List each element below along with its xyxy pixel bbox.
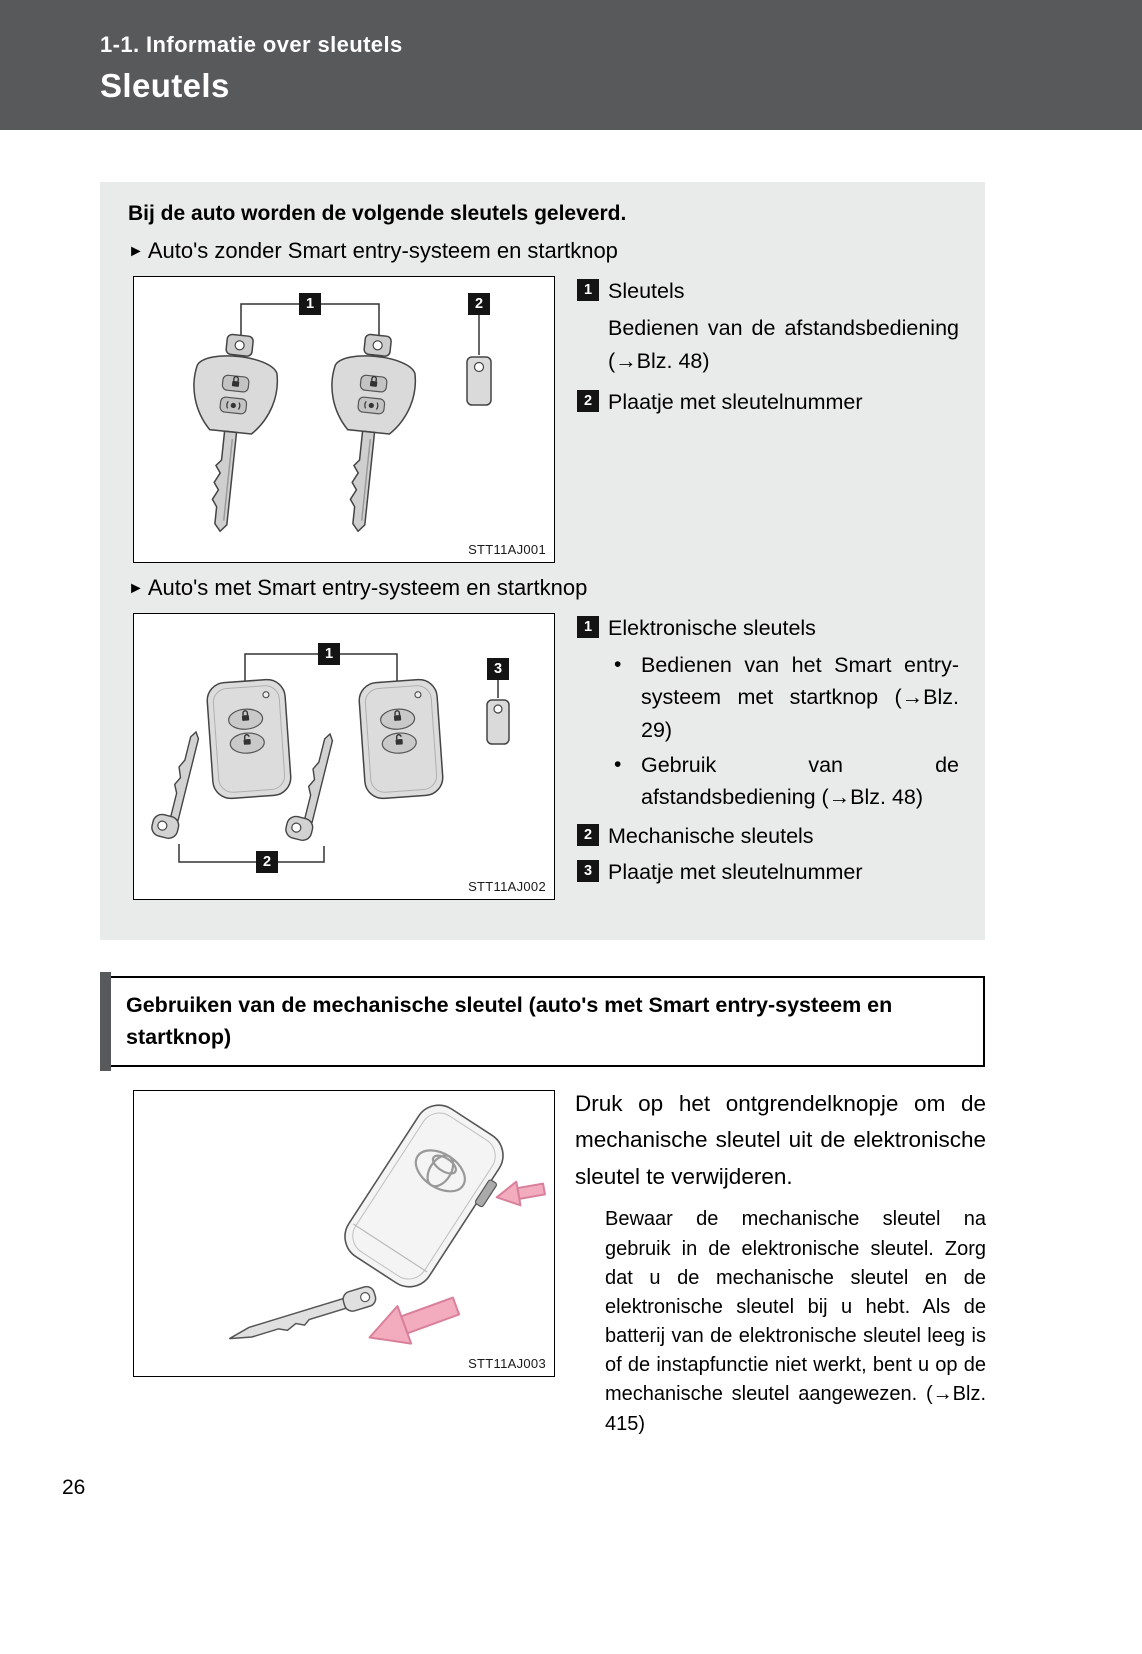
item-title: Plaatje met sleutelnummer [608,860,863,885]
key-release-illustration [228,1104,546,1345]
item-number-badge: 1 [577,279,599,301]
page-title: Sleutels [100,67,230,104]
bullet-text: Bedienen van het Smart entry-systeem met… [641,653,959,742]
figure-mechanical-key-release: STT11AJ003 [133,1090,555,1377]
variant-heading-with-smart: ► Auto's met Smart entry-systeem en star… [128,575,959,601]
item-number-badge: 2 [577,389,599,412]
release-button-arrow-icon [495,1180,546,1207]
key-list-with-smart: 1 Elektronische sleutels • Bedienen van … [577,613,959,900]
figure-marker-1: 1 [299,293,321,315]
figure-keys-with-smart: 1 2 3 STT11AJ002 [133,613,555,900]
figure-code: STT11AJ001 [468,542,546,557]
figure-marker-3: 3 [487,658,509,680]
figure-marker-2: 2 [256,851,278,873]
figure-marker-2: 2 [468,293,490,315]
triangle-bullet-icon: ► [128,580,144,597]
section-accent-bar [100,972,111,1071]
mechanical-key-text-column: Druk op het ontgrendelknopje om de mecha… [575,1086,986,1439]
list-item: 3 Plaatje met sleutelnummer [577,857,959,887]
intro-text: Bij de auto worden de volgende sleutels … [128,202,627,225]
blade-slide-arrow-icon [368,1296,461,1345]
key-list-without-smart: 1 Sleutels Bedienen van de afstandsbedie… [577,276,959,563]
figure-code: STT11AJ002 [468,879,546,894]
item-title: Elektronische sleutels [608,616,816,640]
item-number-badge: 1 [577,616,599,638]
item-number-badge: 2 [577,824,599,847]
triangle-bullet-icon: ► [128,243,144,260]
instruction-paragraph: Druk op het ontgrendelknopje om de mecha… [575,1091,986,1189]
chapter-label: 1-1. Informatie over sleutels [100,32,403,57]
page-number: 26 [62,1476,86,1499]
row-without-smart: 1 2 STT11AJ001 1 Sleutels Bedienen van d… [128,276,959,563]
section-heading-mechanical-key: Gebruiken van de mechanische sleutel (au… [100,972,985,1071]
bullet-text: Gebruik van de afstandsbediening (→Blz. … [641,752,959,810]
bullet-item: • Gebruik van de afstandsbediening (→Blz… [614,749,959,814]
item-description: Bedienen van de afstandsbediening (→Blz.… [608,316,959,374]
figure-code: STT11AJ003 [468,1356,546,1371]
figure-marker-1: 1 [318,643,340,665]
section-heading-text: Gebruiken van de mechanische sleutel (au… [126,993,893,1050]
keys-illustration-basic [177,303,492,537]
item-number-badge: 3 [577,860,599,883]
item-title: Mechanische sleutels [608,824,814,849]
list-item: 2 Mechanische sleutels [577,821,959,851]
variant-heading-label: Auto's zonder Smart entry-systeem en sta… [147,238,618,263]
page-header: 1-1. Informatie over sleutels Sleutels [0,0,1142,130]
item-title: Plaatje met sleutelnummer [608,389,863,414]
bullet-list: • Bedienen van het Smart entry-systeem m… [614,649,959,813]
list-item: 1 Sleutels [577,276,959,306]
bullet-icon: • [614,653,622,677]
keys-illustration-smart [149,653,510,863]
figure-keys-without-smart: 1 2 STT11AJ001 [133,276,555,563]
list-item: 2 Plaatje met sleutelnummer [577,387,959,417]
variant-heading-without-smart: ► Auto's zonder Smart entry-systeem en s… [128,238,959,264]
list-item: 1 Elektronische sleutels [577,613,959,643]
note-paragraph: Bewaar de mechanische sleutel na gebruik… [605,1208,986,1435]
row-with-smart: 1 2 3 STT11AJ002 1 Elektronische sleutel… [128,613,959,900]
bullet-item: • Bedienen van het Smart entry-systeem m… [614,649,959,746]
variant-heading-label: Auto's met Smart entry-systeem en startk… [147,575,588,600]
bullet-icon: • [614,752,622,776]
keys-overview-panel: Bij de auto worden de volgende sleutels … [100,182,985,940]
item-title: Sleutels [608,279,685,303]
